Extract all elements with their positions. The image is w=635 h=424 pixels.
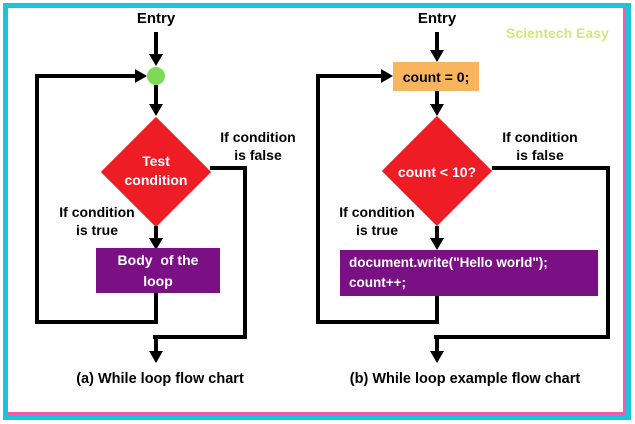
- init-box-b-text: count = 0;: [402, 68, 470, 85]
- false-vline-b: [606, 166, 610, 338]
- false-bottom-hline-a: [153, 335, 247, 339]
- exit-vline-b: [435, 335, 439, 352]
- false-label-b-line1: If condition: [502, 129, 578, 145]
- condition-label-a-line2: condition: [124, 171, 188, 188]
- entry-line-b: [435, 32, 439, 51]
- false-vline-a: [243, 166, 247, 338]
- loopback-arrowhead-a: [135, 69, 147, 83]
- body-box-b-line1: document.write("Hello world");: [349, 254, 548, 270]
- body-arrowhead-a: [149, 238, 163, 250]
- exit-vline-a: [154, 335, 158, 352]
- condition-label-a: Test condition: [106, 152, 206, 190]
- loopback-hline-a: [37, 74, 137, 78]
- true-label-b-line1: If condition: [339, 204, 415, 220]
- entry-label-a: Entry: [136, 10, 176, 27]
- condition-label-a-line1: Test: [142, 153, 170, 169]
- body-box-b-line2: count++;: [349, 275, 407, 290]
- false-branch-label-b: If condition is false: [490, 129, 590, 165]
- true-branch-label-b: If condition is true: [327, 204, 427, 240]
- loopback-vline-a: [35, 74, 39, 324]
- true-branch-label-a: If condition is true: [47, 204, 147, 240]
- diamond-arrowhead-a: [149, 104, 163, 116]
- entry-arrowhead-b: [430, 50, 444, 62]
- entry-arrowhead-a: [149, 54, 163, 66]
- false-branch-label-a: If condition is false: [208, 129, 308, 165]
- loopback-hline-b: [318, 74, 383, 78]
- init-to-diamond-line-b: [435, 91, 439, 106]
- exit-arrowhead-b: [430, 351, 444, 363]
- body-down-line-b: [435, 296, 439, 322]
- false-label-a-line1: If condition: [220, 129, 296, 145]
- body-down-line-a: [154, 293, 158, 322]
- exit-arrowhead-a: [149, 351, 163, 363]
- entry-line-a: [154, 32, 158, 56]
- condition-label-b: count < 10?: [377, 163, 497, 182]
- loopback-arrowhead-b: [381, 69, 393, 83]
- junction-dot-a: [147, 67, 165, 85]
- diamond-to-body-line-b: [435, 226, 439, 239]
- outer-border: [3, 3, 631, 420]
- caption-b: (b) While loop example flow chart: [349, 371, 581, 387]
- diamond-arrowhead-b: [430, 104, 444, 116]
- loop-bottom-hline-a: [35, 320, 158, 324]
- inner-border-shadow: [8, 8, 626, 415]
- watermark: Scientech Easy: [506, 25, 609, 41]
- loop-bottom-hline-b: [316, 320, 439, 324]
- body-arrowhead-b: [430, 238, 444, 250]
- init-box-b: count = 0;: [393, 62, 479, 91]
- entry-label-b: Entry: [417, 10, 457, 27]
- body-box-b: document.write("Hello world"); count++;: [340, 250, 598, 296]
- diamond-to-body-line-a: [154, 226, 158, 239]
- body-box-a-line2: loop: [143, 272, 173, 289]
- caption-a: (a) While loop flow chart: [76, 371, 244, 387]
- false-label-b-line2: is false: [516, 146, 564, 163]
- true-label-a-line2: is true: [75, 221, 118, 238]
- false-hline-b: [492, 166, 608, 170]
- body-box-a: Body of the loop: [96, 248, 220, 293]
- true-label-a-line1: If condition: [59, 204, 135, 220]
- condition-label-b-line1: count < 10?: [397, 164, 477, 180]
- false-bottom-hline-b: [434, 335, 610, 339]
- loopback-vline-b: [316, 74, 320, 324]
- false-hline-a: [210, 166, 247, 170]
- false-label-a-line2: is false: [234, 146, 282, 163]
- body-box-a-line1: Body of the: [117, 252, 199, 269]
- junction-to-diamond-line-a: [154, 85, 158, 106]
- true-label-b-line2: is true: [355, 221, 398, 238]
